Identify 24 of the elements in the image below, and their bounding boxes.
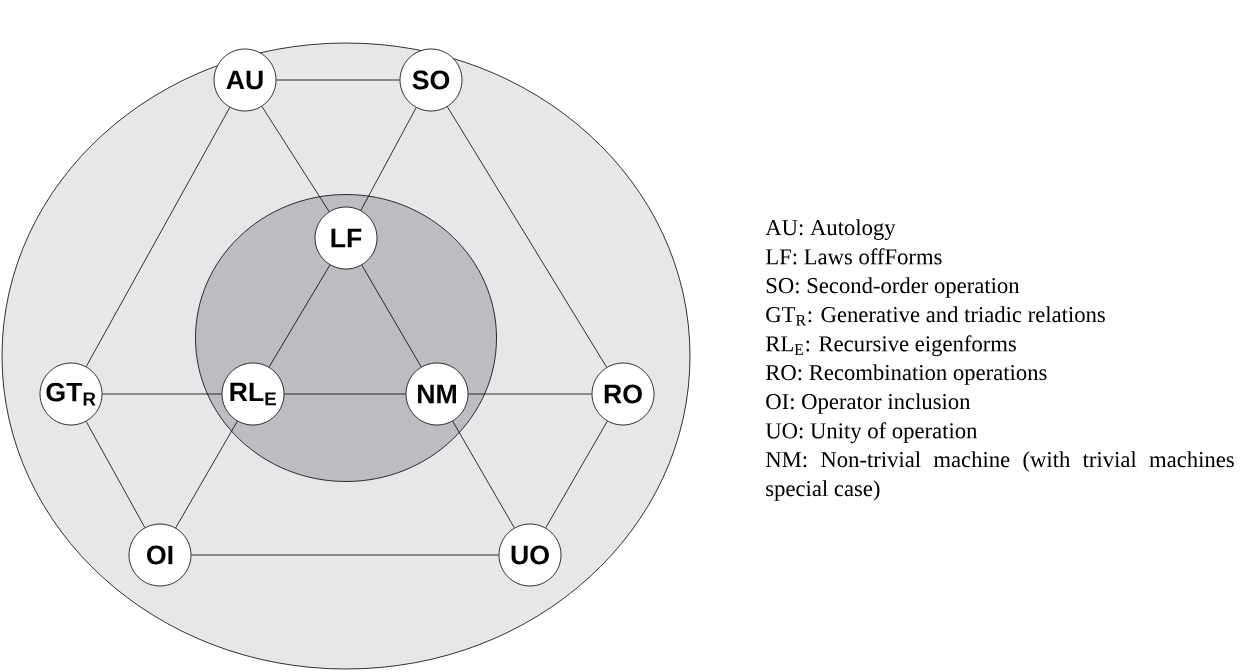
connector-line bbox=[191, 554, 499, 556]
legend-entry: SO: Second-order operation bbox=[766, 277, 1020, 298]
connector-line bbox=[284, 393, 406, 395]
connector-line bbox=[468, 393, 592, 395]
legend-entry: NM: Non-trivial machine (with trivial machines special case) bbox=[765, 451, 1234, 501]
connector-line bbox=[261, 106, 330, 212]
legend-entry: UO: Unity of operation bbox=[765, 422, 978, 444]
legend-entry: RL$_{E}$: Recursive eigenforms bbox=[765, 335, 1016, 357]
connector-line bbox=[102, 393, 222, 395]
connector-line bbox=[361, 264, 422, 368]
legend-entry: GT$_{R}$: Generative and triadic relations bbox=[766, 306, 1105, 326]
legend-entry: RO: Recombination operations bbox=[765, 364, 1047, 385]
legend-entry: LF: Laws offForms bbox=[765, 248, 942, 265]
connector-line bbox=[447, 106, 608, 368]
connector-line bbox=[85, 107, 231, 367]
legend-entry: OI: Operator inclusion bbox=[766, 393, 971, 414]
connector-line bbox=[360, 107, 417, 211]
connector-line bbox=[276, 79, 400, 81]
connector-line bbox=[85, 421, 146, 528]
connector-line bbox=[175, 420, 238, 529]
connector-line bbox=[268, 264, 331, 368]
connector-line bbox=[452, 420, 515, 529]
connector-line bbox=[545, 420, 608, 529]
legend-entry: AU: Autology bbox=[765, 219, 896, 240]
